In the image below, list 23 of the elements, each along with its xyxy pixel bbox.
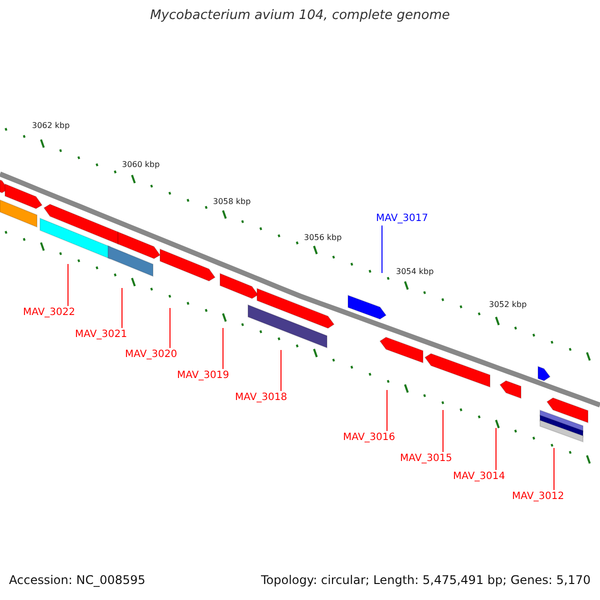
diagram-title: Mycobacterium avium 104, complete genome bbox=[149, 9, 451, 24]
gene-label: MAV_3017 bbox=[376, 213, 428, 224]
gene-label: MAV_3021 bbox=[75, 329, 128, 340]
gene-label: MAV_3012 bbox=[512, 491, 564, 502]
gene-label: MAV_3022 bbox=[23, 307, 76, 318]
scale-label: 3058 kbp bbox=[213, 197, 251, 206]
scale-label: 3060 kbp bbox=[122, 160, 160, 170]
scale-label: 3054 kbp bbox=[396, 267, 434, 276]
gene-label: MAV_3018 bbox=[235, 392, 288, 404]
scale-label: 3056 kbp bbox=[304, 233, 342, 242]
leader-line bbox=[442, 410, 444, 452]
genome-summary-text: Topology: circular; Length: 5,475,491 bp; Genes: 5,170 bbox=[261, 574, 591, 588]
gene-label: MAV_3015 bbox=[400, 453, 452, 464]
gene-label: MAV_3020 bbox=[125, 349, 178, 360]
leader-line bbox=[386, 390, 388, 432]
scale-label: 3052 kbp bbox=[489, 300, 527, 310]
scale-label: 3062 kbp bbox=[32, 121, 70, 130]
leader-line bbox=[280, 350, 282, 392]
gene-label: MAV_3019 bbox=[177, 370, 230, 382]
gene-label: MAV_3016 bbox=[343, 432, 396, 444]
accession-text: Accession: NC_008595 bbox=[9, 574, 146, 588]
gene-label: MAV_3014 bbox=[453, 471, 506, 482]
leader-line bbox=[222, 328, 224, 370]
